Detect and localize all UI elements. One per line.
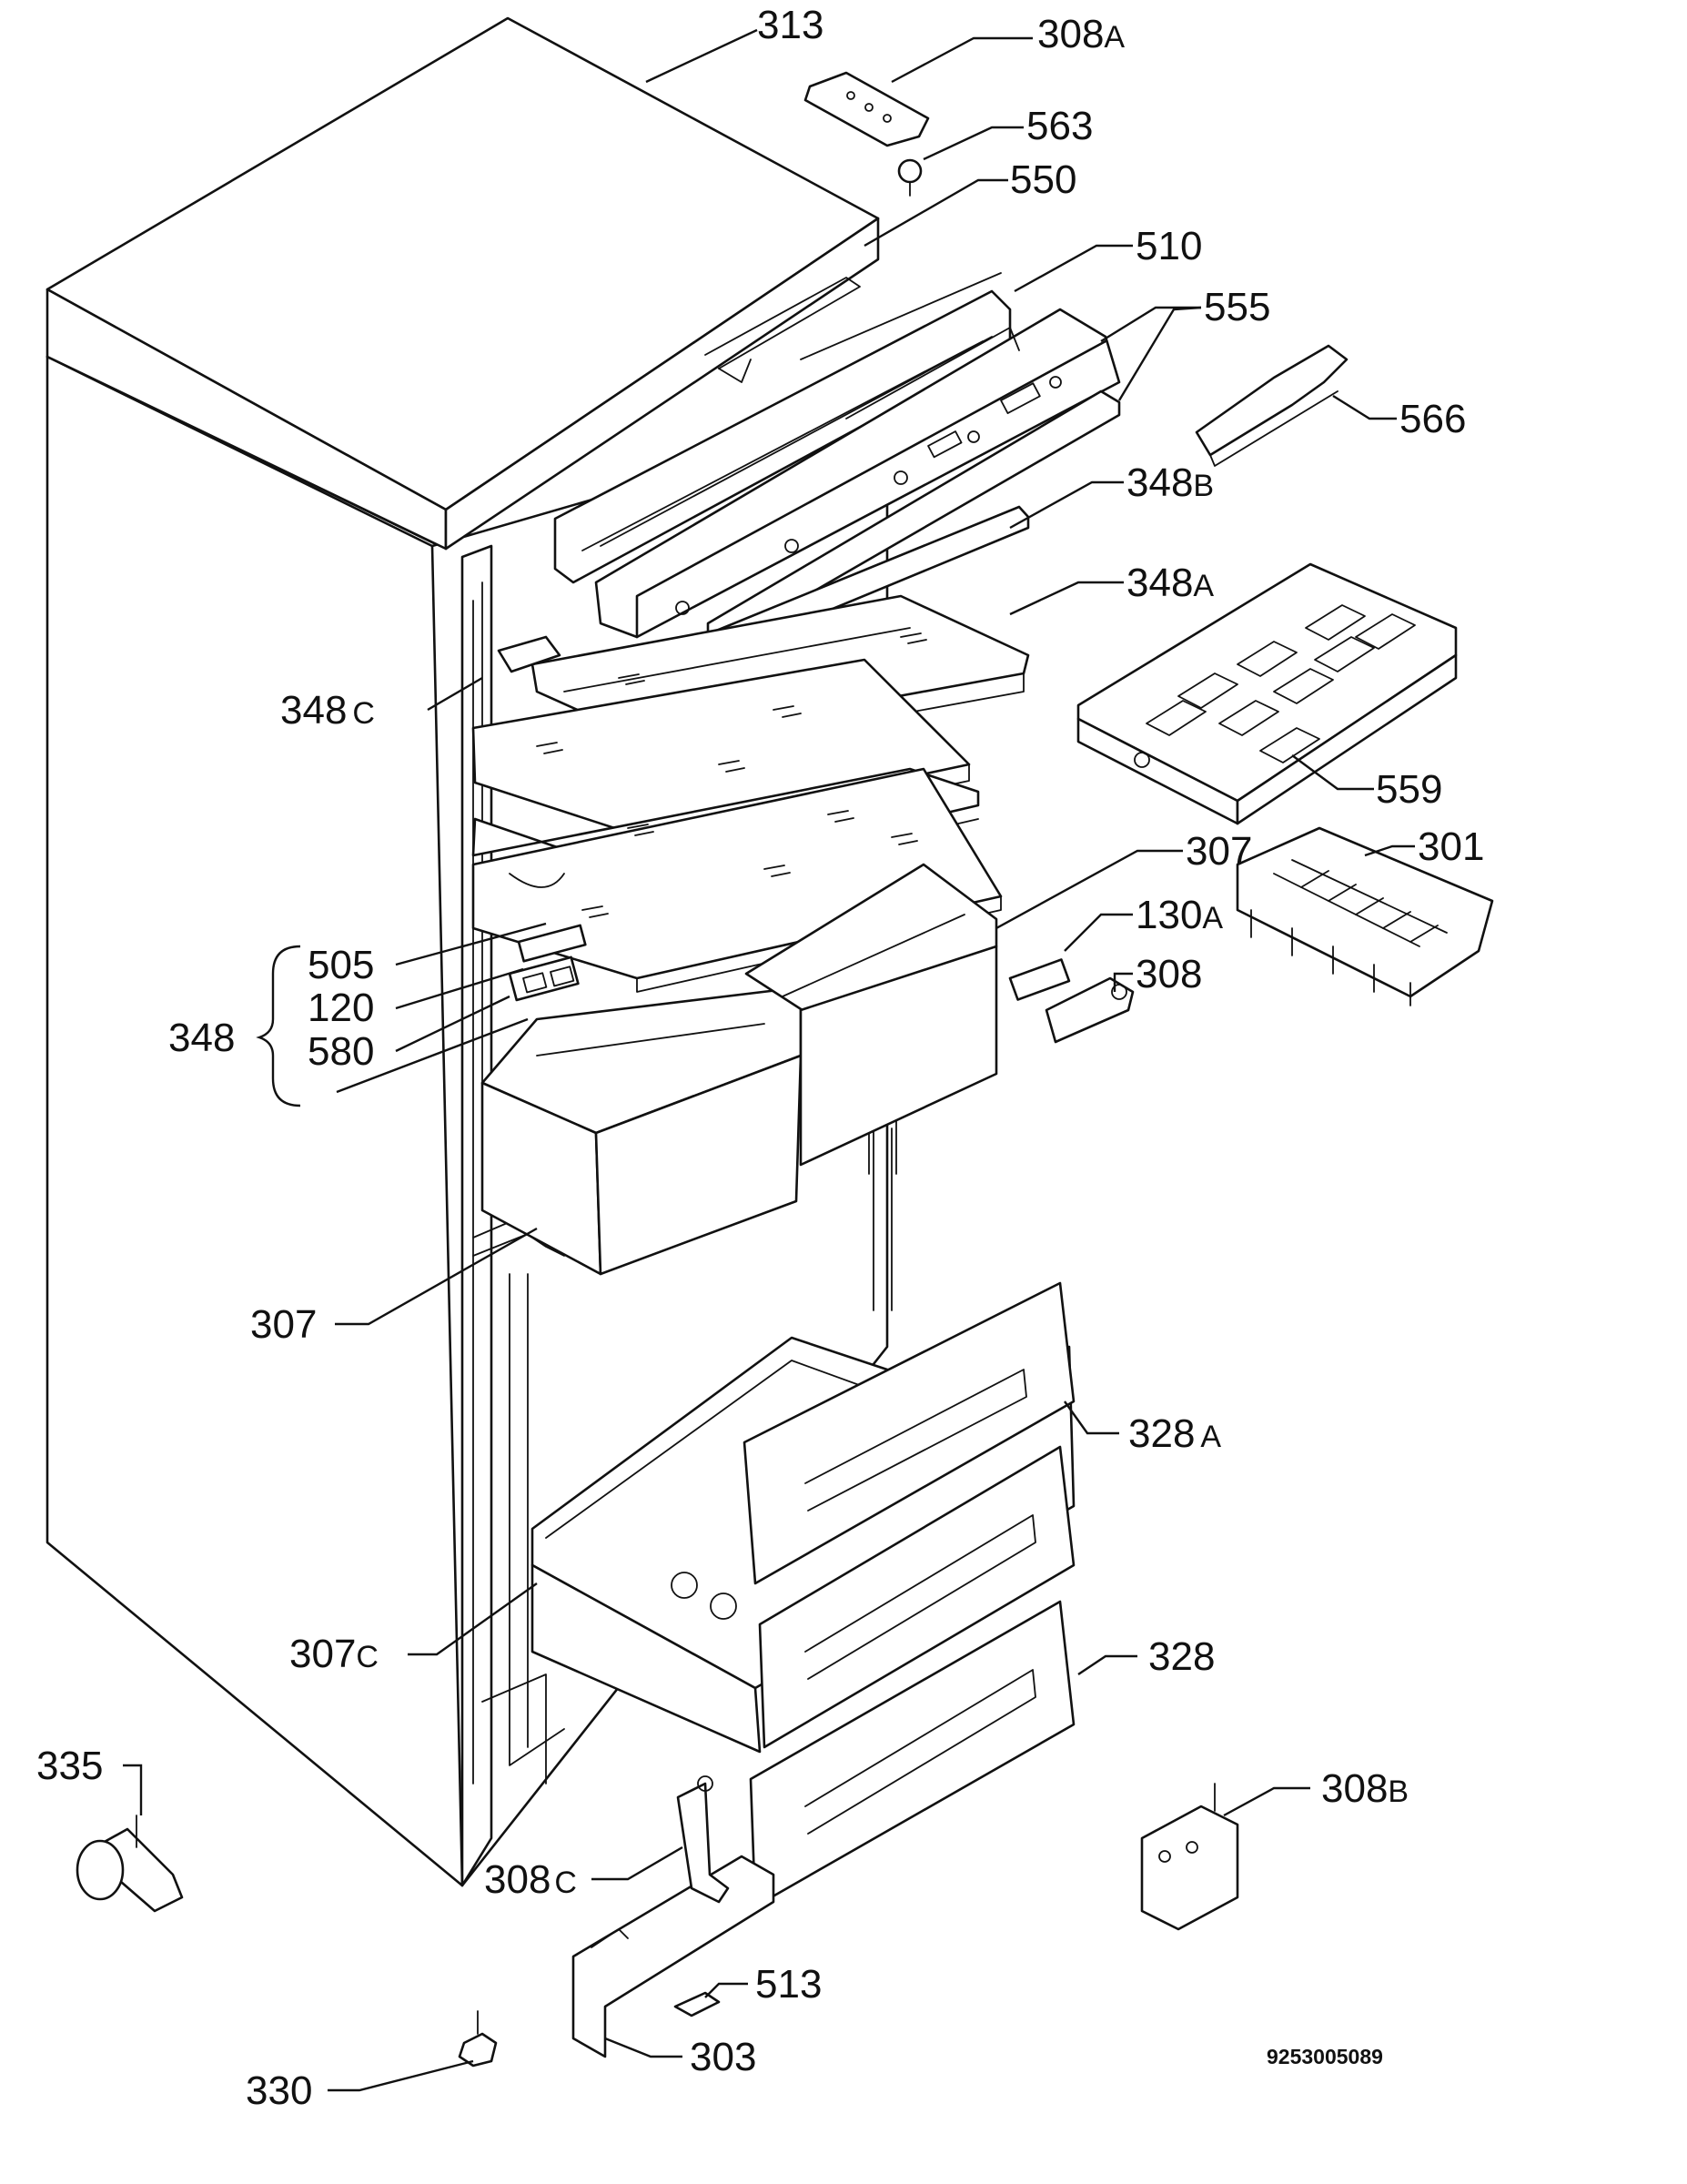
- label-550: 550: [1010, 157, 1076, 202]
- callout-labels: 313 308A 563 550 510 555 566 348B 348A 3…: [36, 3, 1484, 2113]
- label-307-right: 307: [1186, 829, 1252, 874]
- label-510: 510: [1136, 224, 1202, 268]
- drawing-code: 9253005089: [1267, 2045, 1383, 2068]
- label-307c: 307C: [289, 1632, 379, 1676]
- label-328: 328: [1148, 1634, 1215, 1679]
- label-505: 505: [308, 943, 374, 987]
- label-335: 335: [36, 1744, 103, 1788]
- label-580: 580: [308, 1029, 374, 1074]
- label-555: 555: [1204, 285, 1270, 329]
- label-308a: 308A: [1037, 12, 1125, 56]
- leader-lines: [123, 28, 1415, 2092]
- ice-cube-tray: [1236, 826, 1494, 1006]
- small-parts: [803, 71, 1349, 1044]
- label-301: 301: [1418, 824, 1484, 869]
- ice-pack: [1076, 562, 1458, 825]
- label-307-left: 307: [250, 1302, 317, 1347]
- label-303: 303: [690, 2035, 756, 2079]
- label-348: 348: [168, 1016, 235, 1060]
- label-308: 308: [1136, 952, 1202, 996]
- label-130a: 130A: [1136, 893, 1223, 937]
- label-348a: 348A: [1126, 561, 1214, 605]
- freezer-drawers: [530, 1281, 1076, 1908]
- label-566: 566: [1399, 397, 1466, 441]
- label-313: 313: [757, 3, 823, 47]
- label-563: 563: [1026, 104, 1093, 148]
- label-559: 559: [1376, 767, 1442, 812]
- top-cover: [45, 16, 880, 551]
- label-348b: 348B: [1126, 460, 1214, 505]
- control-panel-assembly: [553, 272, 1121, 662]
- glass-shelves: [471, 594, 1030, 993]
- label-120: 120: [308, 986, 374, 1030]
- label-330: 330: [246, 2068, 312, 2113]
- crisper-bins: [480, 863, 998, 1276]
- label-513: 513: [755, 1962, 822, 2007]
- label-308b: 308B: [1321, 1766, 1409, 1811]
- bottom-parts: [76, 1775, 1239, 2068]
